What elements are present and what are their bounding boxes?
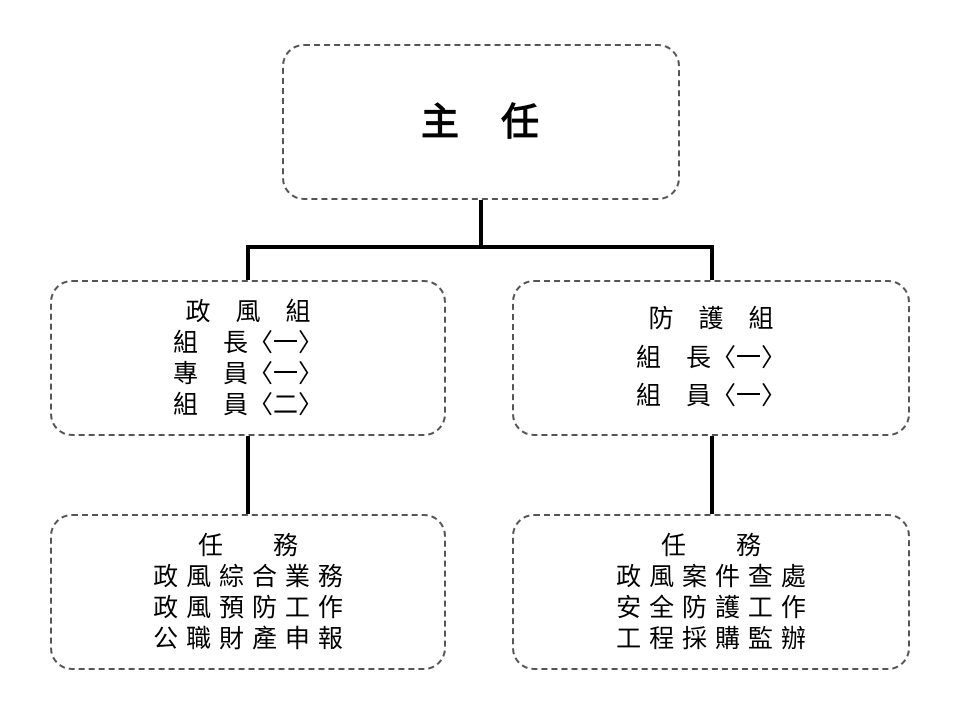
connector-right-duty bbox=[710, 436, 714, 514]
ethics-duty-item: 政 風 預 防 工 作 bbox=[153, 593, 343, 622]
ethics-duties-node: 任 務 政 風 綜 合 業 務 政 風 預 防 工 作 公 職 財 產 申 報 bbox=[50, 514, 446, 670]
protection-duty-item: 安 全 防 護 工 作 bbox=[616, 593, 806, 622]
ethics-group-node: 政 風 組 組 長〈一〉 專 員〈一〉 組 員〈二〉 bbox=[50, 280, 446, 436]
director-node: 主 任 bbox=[282, 44, 680, 200]
director-title: 主 任 bbox=[420, 99, 541, 145]
ethics-group-title: 政 風 組 bbox=[185, 296, 311, 326]
ethics-group-line: 專 員〈一〉 bbox=[172, 359, 323, 388]
connector-right-down bbox=[710, 245, 714, 281]
ethics-duty-item: 公 職 財 產 申 報 bbox=[153, 624, 343, 654]
connector-top-vertical bbox=[479, 200, 483, 248]
protection-duty-item: 工 程 採 購 監 辦 bbox=[616, 624, 806, 654]
connector-left-down bbox=[246, 245, 250, 281]
connector-left-duty bbox=[246, 436, 250, 514]
ethics-group-line: 組 長〈一〉 bbox=[172, 327, 323, 357]
protection-duties-node: 任 務 政 風 案 件 查 處 安 全 防 護 工 作 工 程 採 購 監 辦 bbox=[512, 514, 910, 670]
protection-group-line: 組 員〈一〉 bbox=[635, 381, 786, 411]
ethics-group-line: 組 員〈二〉 bbox=[172, 390, 323, 420]
protection-duties-title: 任 務 bbox=[660, 530, 761, 560]
ethics-duties-title: 任 務 bbox=[197, 530, 298, 560]
protection-group-title: 防 護 組 bbox=[648, 303, 774, 333]
protection-group-node: 防 護 組 組 長〈一〉 組 員〈一〉 bbox=[512, 280, 910, 436]
protection-duty-item: 政 風 案 件 查 處 bbox=[616, 561, 806, 591]
protection-group-line: 組 長〈一〉 bbox=[635, 342, 786, 372]
ethics-duty-item: 政 風 綜 合 業 務 bbox=[153, 561, 343, 591]
connector-horizontal bbox=[246, 245, 714, 249]
